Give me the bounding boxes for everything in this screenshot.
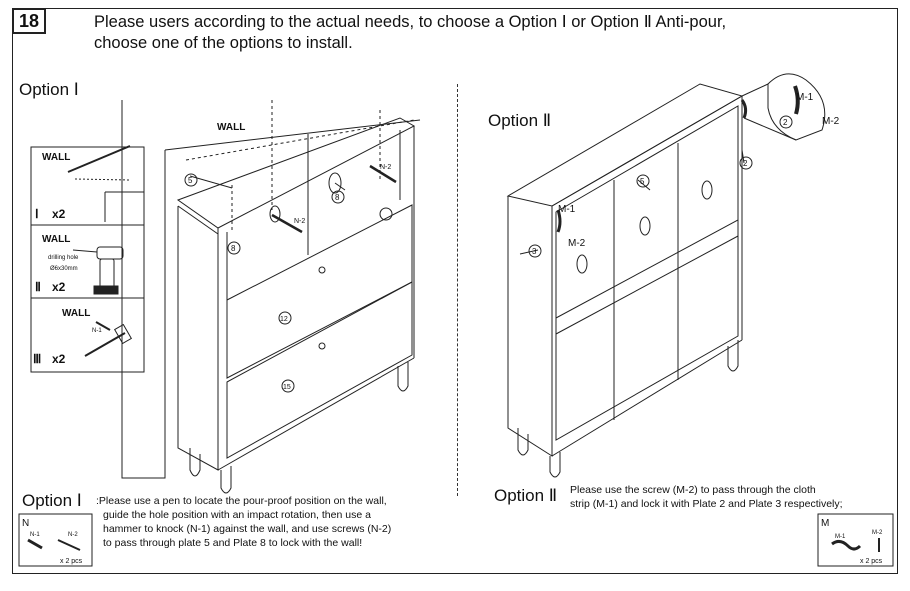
plate-2-opt2-a: 2 (743, 159, 748, 168)
option-1-bottom-title: Option Ⅰ (22, 491, 82, 510)
parts-box-m-letter: M (821, 518, 829, 529)
sub-step-3-part: N-1 (92, 328, 102, 334)
part-n-2-screw-icon (57, 539, 81, 551)
option-1-instruction-line: hammer to knock (N-1) against the wall, … (103, 523, 392, 535)
option-1-instructions: :Please use a pen to locate the pour-pro… (96, 494, 426, 550)
option-1-instruction-line: to pass through plate 5 and Plate 8 to l… (103, 537, 363, 549)
parts-box-m-qty: x 2 pcs (860, 558, 883, 565)
plate-3-opt2: 3 (532, 247, 537, 256)
option-2-instruction-line: strip (M-1) and lock it with Plate 2 and… (570, 498, 843, 510)
part-n-1-anchor-icon (27, 538, 43, 550)
plate-number-circles (184, 115, 793, 393)
tag-n2-b: N-2 (380, 164, 391, 171)
parts-box-n (18, 513, 93, 567)
part-m-1-strip-icon (831, 539, 862, 551)
drilling-hole-note: drilling hole (48, 255, 79, 261)
sub-step-1-qty: x2 (52, 207, 66, 221)
option-1-instruction-line: guide the hole position with an impact r… (103, 509, 371, 521)
parts-box-n-letter: N (22, 518, 29, 529)
sub-step-3-wall-label: WALL (62, 308, 90, 319)
option-divider (457, 84, 458, 496)
step-number: 18 (12, 8, 46, 34)
option-1-instruction-line: :Please use a pen to locate the pour-pro… (96, 495, 387, 507)
drilling-size-note: Ø6x30mm (50, 266, 78, 272)
tag-n2-a: N-2 (294, 218, 305, 225)
plate-15: 15 (283, 384, 291, 391)
leader-lines (189, 149, 745, 255)
tag-m1-b: M-1 (796, 92, 814, 103)
option-2-instructions: Please use the screw (M-2) to pass throu… (570, 483, 890, 511)
option-2-bottom-title: Option Ⅱ (494, 486, 558, 505)
parts-box-n-qty: x 2 pcs (60, 558, 83, 565)
tag-m1-a: M-1 (558, 204, 576, 215)
sub-step-2-qty: x2 (52, 280, 66, 294)
sub-step-3-roman: Ⅲ (33, 352, 41, 366)
header-line-2: choose one of the options to install. (94, 34, 353, 52)
option-1-title: Option Ⅰ (19, 80, 79, 99)
cabinet-option-2 (506, 73, 826, 478)
sub-step-2-wall-label: WALL (42, 234, 70, 245)
wall-illustration (121, 100, 421, 479)
parts-box-m-p2: M-2 (872, 530, 883, 536)
diagram-frame (12, 8, 898, 574)
parts-box-n-p2: N-2 (68, 532, 78, 538)
option-2-instruction-line: Please use the screw (M-2) to pass throu… (570, 484, 816, 496)
plate-5-opt2: 5 (640, 177, 645, 186)
plate-8-opt1-b: 8 (231, 244, 236, 253)
sub-step-1-wall-label: WALL (42, 152, 70, 163)
plate-2-opt2-b: 2 (783, 118, 788, 127)
sub-step-1-roman: Ⅰ (35, 207, 39, 221)
plate-8-opt1-a: 8 (335, 193, 340, 202)
plate-5-opt1: 5 (188, 176, 193, 185)
tag-m2-a: M-2 (568, 238, 586, 249)
parts-box-m-p1: M-1 (835, 534, 846, 540)
header-line-1: Please users according to the actual nee… (94, 13, 727, 31)
parts-box-n-p1: N-1 (30, 532, 40, 538)
sub-step-boxes (30, 145, 145, 373)
wall-label-main: WALL (217, 122, 245, 133)
sub-step-3-qty: x2 (52, 352, 66, 366)
header-instructions: Please users according to the actual nee… (94, 12, 854, 54)
cabinet-option-1 (176, 100, 416, 494)
sub-step-2-roman: Ⅱ (35, 280, 41, 294)
parts-box-m (817, 513, 894, 567)
plate-12: 12 (280, 316, 288, 323)
option-2-title: Option Ⅱ (488, 111, 552, 130)
tag-m2-b: M-2 (822, 116, 840, 127)
